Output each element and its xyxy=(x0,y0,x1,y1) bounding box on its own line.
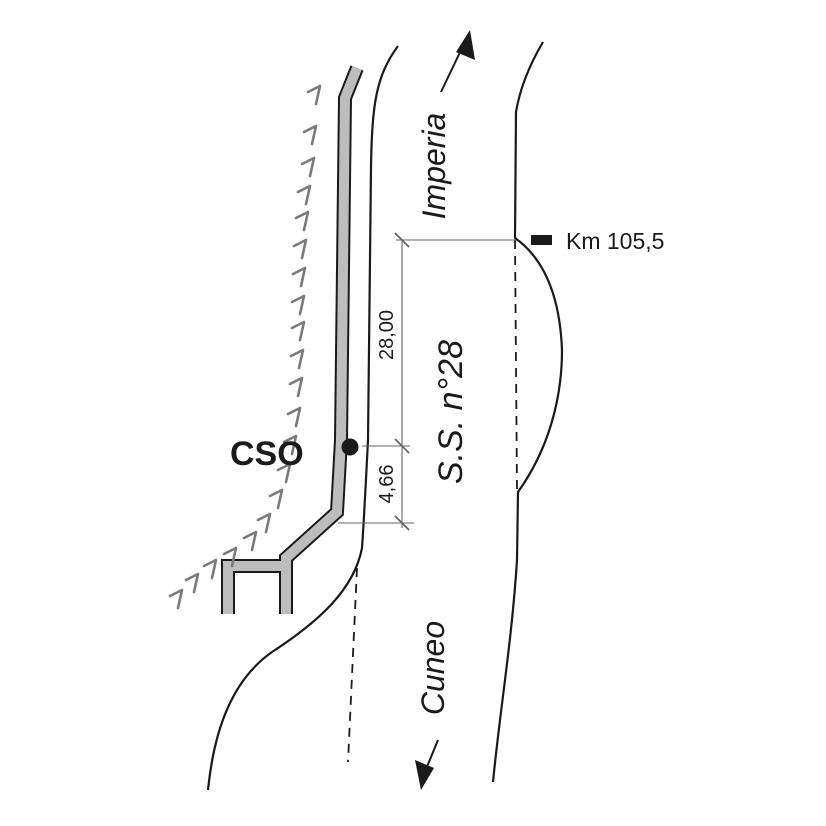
embankment-tick xyxy=(168,588,184,610)
dimension-lines xyxy=(338,232,414,531)
dimension-lower-label: 4,66 xyxy=(376,465,398,504)
south-arrow-head-icon xyxy=(415,760,434,790)
embankment-tick xyxy=(291,266,307,288)
cso-label: CSO xyxy=(230,435,304,473)
dimension-upper-label: 28,00 xyxy=(376,310,398,360)
km-marker xyxy=(531,235,552,245)
embankment-tick xyxy=(268,488,284,510)
embankment-tick xyxy=(300,156,316,178)
embankment-ticks xyxy=(168,84,322,610)
embankment-tick xyxy=(286,406,302,428)
direction-south-label: Cuneo xyxy=(415,621,451,715)
embankment-tick xyxy=(289,348,305,370)
embankment-tick xyxy=(290,320,306,342)
km-label: Km 105,5 xyxy=(566,228,664,254)
embankment-tick xyxy=(306,84,322,106)
direction-north-label: Imperia xyxy=(416,113,452,220)
embankment-tick xyxy=(222,546,238,568)
embankment-tick xyxy=(296,184,312,206)
north-arrow-shaft xyxy=(440,47,463,93)
embankment-tick xyxy=(288,376,304,398)
cso-point xyxy=(341,438,359,456)
road-name-label: S.S. n°28 xyxy=(432,340,470,484)
embankment-tick xyxy=(294,210,310,232)
embankment-tick xyxy=(282,434,298,456)
embankment-tick xyxy=(242,530,258,552)
road-right-dashed xyxy=(514,239,518,491)
embankment-tick xyxy=(256,512,272,534)
embankment-tick xyxy=(292,238,308,260)
north-arrow-head-icon xyxy=(456,30,475,60)
road-right-edge xyxy=(491,41,564,783)
embankment-tick xyxy=(290,294,306,316)
road-left-edge xyxy=(206,45,399,791)
drainage-channel-fill xyxy=(223,66,362,614)
road-left-dashed xyxy=(347,567,358,763)
embankment-tick xyxy=(184,572,200,594)
embankment-tick xyxy=(202,558,218,580)
embankment-tick xyxy=(302,124,318,146)
embankment-tick xyxy=(276,462,292,484)
